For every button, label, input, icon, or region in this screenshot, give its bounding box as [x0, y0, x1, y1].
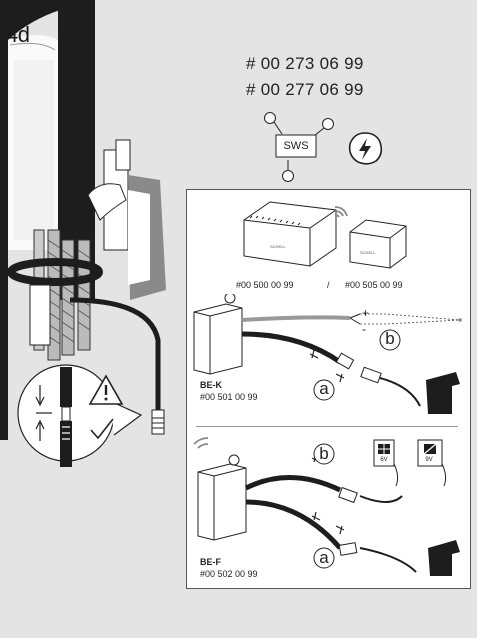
be-f-diagram	[193, 437, 460, 576]
be-k-diagram	[193, 294, 462, 414]
be-k-name: BE-K	[200, 380, 222, 390]
be-k-plus: +	[362, 306, 370, 320]
battery-9v-label: 9V	[425, 457, 433, 463]
be-k-label-a: a	[319, 379, 329, 398]
be-k-minus: -	[362, 322, 366, 336]
section-divider	[196, 426, 458, 427]
be-f-label-a: a	[319, 548, 329, 567]
be-f-label-b: b	[319, 444, 329, 463]
be-f-name: BE-F	[200, 557, 221, 567]
control-module-small: SCHELL	[349, 219, 407, 269]
wireless-icon	[334, 206, 348, 218]
module-article-right: #00 505 00 99	[345, 280, 403, 290]
module-article-left: #00 500 00 99	[236, 280, 294, 290]
order-code-1: # 00 273 06 99	[246, 54, 364, 73]
power-warning-icon	[348, 132, 383, 165]
step-number: 4d	[6, 22, 30, 47]
be-k-article: #00 501 00 99	[200, 392, 258, 402]
svg-text:SCHELL: SCHELL	[270, 244, 286, 249]
control-module-large: SCHELL	[243, 201, 337, 267]
order-code-2: # 00 277 06 99	[246, 80, 364, 99]
battery-6v-label: 6V	[380, 457, 388, 463]
checkmark-icon	[90, 418, 114, 440]
sws-diagram	[264, 112, 334, 182]
svg-text:SCHELL: SCHELL	[360, 250, 376, 255]
faucet-illustration	[0, 0, 186, 470]
be-k-label-b: b	[385, 329, 395, 348]
be-f-article: #00 502 00 99	[200, 569, 258, 579]
sws-label: SWS	[283, 140, 309, 152]
connector-detail-circle	[17, 364, 143, 467]
module-separator: /	[327, 280, 330, 290]
warning-triangle-icon	[88, 374, 124, 405]
